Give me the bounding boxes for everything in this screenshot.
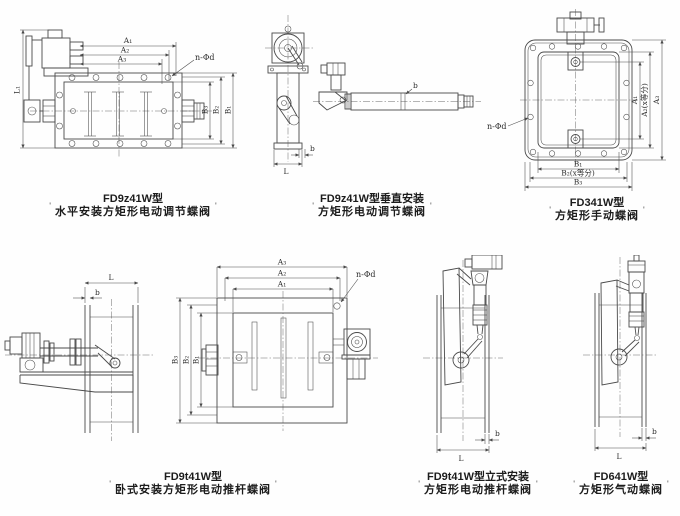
centerlines xyxy=(5,291,378,441)
caption-manual-valve: ' FD341W型 方矩形手动蝶阀 ' xyxy=(507,197,680,223)
dim-label-b1: B₁ xyxy=(224,106,233,115)
front-view-dimensions-left: B₃ B₂ B₁ xyxy=(171,297,233,424)
valve-body xyxy=(594,279,647,427)
side-view-dimensions: L b xyxy=(73,273,139,303)
model-code: FD641W型 xyxy=(593,471,649,483)
top-view-valve xyxy=(318,62,474,111)
model-code: FD341W型 xyxy=(569,197,625,209)
centerlines xyxy=(423,260,503,441)
valve-body xyxy=(436,267,490,433)
dim-label-b1: B₁ xyxy=(574,160,583,169)
caption-vertical-electric-regulating: ' FD9z41W型垂直安装 方矩形电动调节蝶阀 ' xyxy=(272,193,472,219)
dimension-lines: n-Φd A₁ A₂(x等分) A₃ B₁ B₂(x等分) B₃ xyxy=(487,39,666,191)
drawing-pneumatic-valve: b L xyxy=(583,255,657,461)
side-view-dimensions: b L xyxy=(273,144,315,176)
valve-name: 方矩形气动蝶阀 xyxy=(579,484,663,496)
electric-actuator xyxy=(23,29,89,123)
quote-mark: ' xyxy=(275,478,277,489)
model-code: FD9z41W型垂直安装 xyxy=(320,193,424,205)
dim-label-b2: B₂(x等分) xyxy=(561,168,595,178)
drawing-horizontal-electric-regulating: A₁ A₂ A₃ n-Φd B₃ B₂ B₁ L₁ xyxy=(13,29,237,158)
dim-label-a2: A₂(x等分) xyxy=(639,83,649,118)
dim-label-a3: A₃ xyxy=(652,96,661,105)
valve-name: 方矩形电动调节蝶阀 xyxy=(318,206,426,218)
dim-label-b-tube: b xyxy=(413,81,418,90)
dim-label-a1: A₁ xyxy=(277,280,286,289)
caption-horizontal-electric-pushrod: ' FD9t41W型 卧式安装方矩形电动推杆蝶阀 ' xyxy=(73,471,313,497)
side-view-valve xyxy=(267,25,309,150)
drawing-horizontal-electric-pushrod: L b A₃ A₂ A₁ n-Φd xyxy=(4,258,378,441)
dim-label-b3: B₃ xyxy=(201,106,210,115)
dimension-lines: A₁ A₂ A₃ n-Φd B₃ B₂ B₁ L₁ xyxy=(13,29,237,149)
dim-label-b1: B₁ xyxy=(192,356,201,365)
centerlines xyxy=(520,9,638,165)
pushrod-actuator xyxy=(452,255,503,369)
dim-label-a1: A₁ xyxy=(630,96,639,105)
dim-label-a1: A₁ xyxy=(123,36,132,45)
valve-blades xyxy=(70,91,167,137)
quote-mark: ' xyxy=(430,200,432,211)
dim-label-a3: A₃ xyxy=(277,258,286,267)
quote-mark: ' xyxy=(536,478,538,489)
model-code: FD9t41W型立式安装 xyxy=(426,471,530,483)
centerlines xyxy=(265,15,481,162)
dim-label-b2: B₂ xyxy=(182,356,191,365)
caption-pneumatic-valve: ' FD641W型 方矩形气动蝶阀 ' xyxy=(541,471,680,497)
dim-label-l: L xyxy=(284,167,289,176)
valve-body xyxy=(524,39,633,161)
side-view-valve xyxy=(84,305,139,433)
quote-mark: ' xyxy=(573,478,575,489)
dim-label-b3: B₃ xyxy=(171,356,180,365)
dim-label-b: b xyxy=(652,427,657,436)
drawing-vertical-electric-pushrod: b L xyxy=(423,255,503,463)
pneumatic-cylinder xyxy=(610,255,646,366)
model-code: FD9t41W型 xyxy=(163,471,223,483)
dim-label-l: L xyxy=(617,452,622,461)
dimension-lines: b L xyxy=(594,427,657,461)
front-view-valve xyxy=(201,297,348,424)
drawing-manual-valve: n-Φd A₁ A₂(x等分) A₃ B₁ B₂(x等分) B₃ xyxy=(487,9,666,191)
dim-label-a3: A₃ xyxy=(117,55,126,64)
caption-vertical-electric-pushrod: ' FD9t41W型立式安装 方矩形电动推杆蝶阀 ' xyxy=(378,471,578,497)
valve-name: 方矩形手动蝶阀 xyxy=(555,210,639,222)
dim-label-a2: A₂ xyxy=(277,269,286,278)
dim-label-l: L xyxy=(109,273,114,282)
bolt-spec-label: n-Φd xyxy=(195,53,215,62)
dimension-lines: b L xyxy=(436,429,500,463)
quote-mark: ' xyxy=(215,200,217,211)
caption-horizontal-electric-regulating: ' FD9z41W型 水平安装方矩形电动调节蝶阀 ' xyxy=(23,193,243,219)
dim-label-b3: B₃ xyxy=(574,178,583,187)
top-view-dimensions: b xyxy=(405,81,418,95)
dim-label-b2: B₂ xyxy=(212,106,221,115)
quote-mark: ' xyxy=(49,200,51,211)
quote-mark: ' xyxy=(643,204,645,215)
dim-label-a2: A₂ xyxy=(120,46,129,55)
model-code: FD9z41W型 xyxy=(103,193,163,205)
bolt-spec-label: n-Φd xyxy=(356,270,376,279)
side-actuator xyxy=(333,328,371,380)
quote-mark: ' xyxy=(418,478,420,489)
pushrod-actuator xyxy=(4,332,134,393)
bolt-spec-label: n-Φd xyxy=(487,122,507,131)
dim-label-l: L xyxy=(459,454,464,463)
valve-name: 方矩形电动推杆蝶阀 xyxy=(424,484,532,496)
valve-name: 水平安装方矩形电动调节蝶阀 xyxy=(55,206,211,218)
dim-label-b: b xyxy=(310,144,315,153)
quote-mark: ' xyxy=(667,478,669,489)
valve-body xyxy=(54,72,183,149)
centerlines xyxy=(583,257,657,437)
front-view-dimensions-top: A₃ A₂ A₁ n-Φd xyxy=(216,258,376,312)
dim-label-b: b xyxy=(95,288,100,297)
quote-mark: ' xyxy=(312,200,314,211)
dim-label-b: b xyxy=(495,429,500,438)
dim-label-l1: L₁ xyxy=(13,86,22,94)
manual-operator xyxy=(556,11,605,45)
drawing-vertical-electric-regulating: b L b xyxy=(265,15,481,176)
quote-mark: ' xyxy=(549,204,551,215)
valve-name: 卧式安装方矩形电动推杆蝶阀 xyxy=(115,484,271,496)
quote-mark: ' xyxy=(109,478,111,489)
